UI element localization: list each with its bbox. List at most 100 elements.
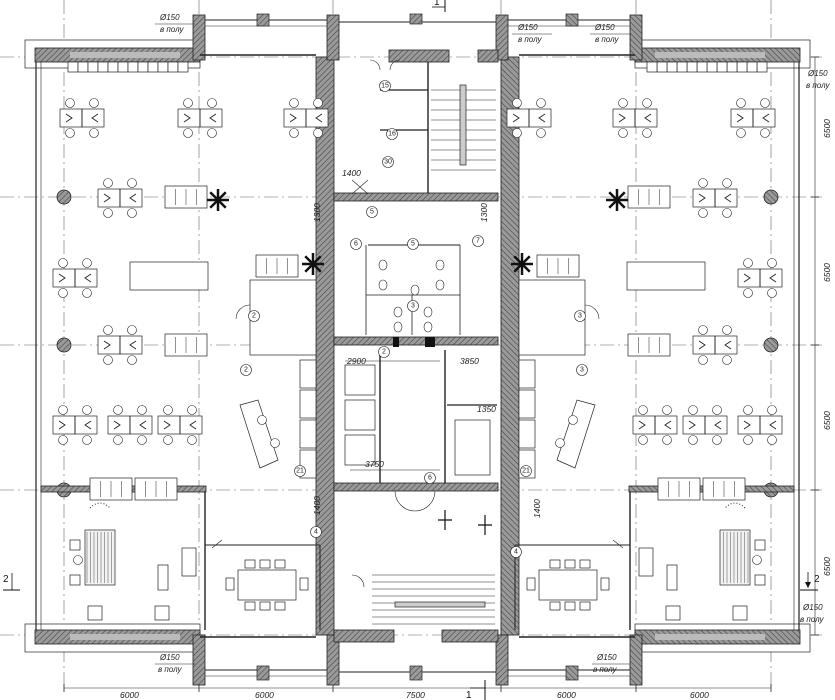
drain-label: в полу [806,81,830,90]
portico-pier [565,665,579,681]
door-tag-circle [240,364,252,376]
door-tag: 2 [248,310,260,322]
door-tag: 7 [472,235,484,247]
radiator [177,61,189,73]
leaf [521,263,531,273]
portico-column [326,14,340,61]
computer-icon [58,273,92,283]
sofa [255,254,299,278]
door-tag-circle [424,472,436,484]
desk [81,108,105,128]
desk [759,268,783,288]
chair-icon [163,435,173,445]
door-tag-number: 3 [580,367,584,374]
toilet-icon [393,306,403,318]
sofa [627,185,671,209]
chair-icon [564,559,576,569]
door-tag-number: 4 [314,529,318,536]
workstation-cluster [59,98,105,138]
right-wing [500,13,811,686]
door-tag-circle [386,128,398,140]
desk [177,108,201,128]
chair-icon [688,435,698,445]
chair-icon [526,577,536,591]
chair-icon [313,128,323,138]
drain-label: в полу [800,615,824,624]
computer-icon [743,420,777,430]
drain-label: в полу [595,35,619,44]
sofa [89,477,133,501]
desk [634,108,658,128]
chair-icon [698,325,708,335]
radiator [656,61,668,73]
window-strip [70,52,180,58]
chair-icon [638,435,648,445]
door-tag-circle [310,526,322,538]
chair-icon [82,288,92,298]
door-tag-circle [366,206,378,218]
closet [299,389,317,419]
radiator [746,61,758,73]
meeting-table [538,569,598,601]
portico-column [192,634,206,686]
chair-icon [103,208,113,218]
leaf [304,263,314,273]
chair-icon [270,438,280,448]
workstation-cluster [692,178,738,218]
chair-icon [555,438,565,448]
door-tag-circle [379,80,391,92]
plant-icon [302,253,324,275]
bottom-core-wall [441,629,499,643]
chair-icon [642,128,652,138]
chair-icon [722,325,732,335]
door-tag: 5 [366,206,378,218]
chair-icon [82,435,92,445]
chair-icon [82,405,92,415]
door-tag-circle [248,310,260,322]
door-tag: 5 [407,238,419,250]
computer-icon [65,113,99,123]
workstation-cluster [52,258,98,298]
chair-icon [698,355,708,365]
chair-icon [743,405,753,415]
chair-icon [127,178,137,188]
chair-icon [736,98,746,108]
door-tag-circle [520,465,532,477]
desk [283,108,307,128]
sofa [164,185,208,209]
radiator [97,61,109,73]
door-tag-circle [407,300,419,312]
desk [157,415,181,435]
lounge-sofa [239,399,279,469]
left-wing [24,13,335,686]
chair-icon [760,98,770,108]
chair-icon [259,559,271,569]
radiator [686,61,698,73]
leaf [312,255,322,265]
portico-column [629,634,643,686]
closet [518,389,536,419]
desk [52,268,76,288]
door-tag-number: 30 [384,159,392,166]
chair-icon [512,128,522,138]
chair-icon [662,435,672,445]
desk [305,108,329,128]
desk [97,188,121,208]
radiator [137,61,149,73]
door-tag-number: 2 [244,367,248,374]
core-dimension: 3750 [365,459,384,469]
core-dimension: 1350 [477,404,496,414]
chair-icon [187,435,197,445]
round-column [56,337,72,353]
closet [299,419,317,449]
desk [654,415,678,435]
chair-icon [259,601,271,611]
leaf [513,263,523,273]
radiator [676,61,688,73]
computer-icon [698,193,732,203]
